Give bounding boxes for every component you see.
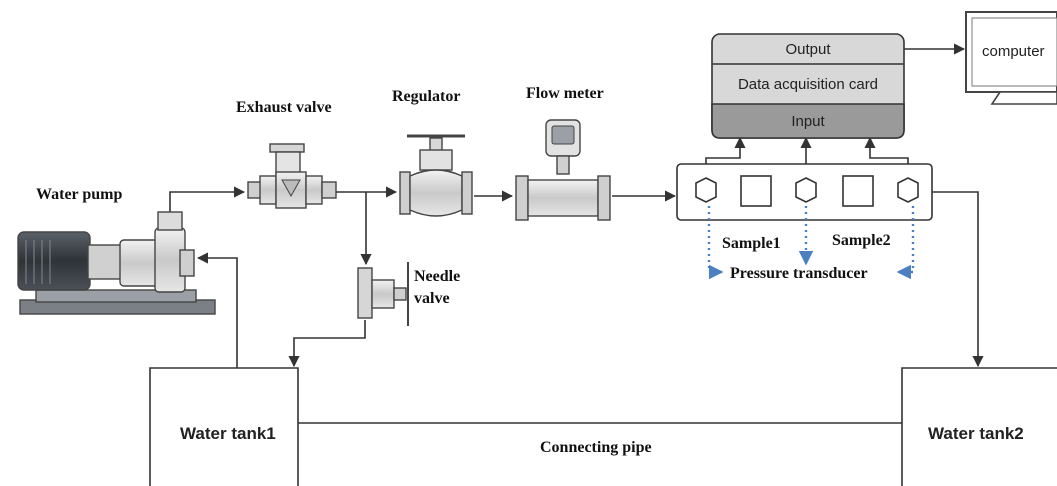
regulator-label: Regulator [392, 88, 460, 105]
needle-valve [357, 262, 409, 326]
daq-input-label: Input [791, 113, 825, 130]
connecting-pipe-label: Connecting pipe [540, 439, 652, 456]
exhaust-valve-label: Exhaust valve [236, 99, 332, 116]
daq-card-label: Data acquisition card [738, 76, 878, 93]
regulator [399, 134, 473, 217]
water-tank2-label: Water tank2 [928, 424, 1024, 443]
flow-meter [515, 119, 611, 221]
daq-output-label: Output [785, 41, 831, 58]
piping [169, 43, 984, 424]
data-acquisition-card: Output Data acquisition card Input [711, 33, 905, 139]
needle-valve-label-line2: valve [414, 290, 450, 307]
exhaust-valve [247, 143, 337, 209]
needle-valve-label-line1: Needle [414, 268, 460, 285]
water-tank2: Water tank2 [901, 367, 1057, 486]
computer: computer [965, 11, 1057, 105]
pressure-transducer-label: Pressure transducer [730, 265, 868, 282]
water-tank1-label: Water tank1 [180, 424, 276, 443]
sample2-label: Sample2 [832, 232, 891, 249]
flow-meter-label: Flow meter [526, 85, 604, 102]
computer-label: computer [982, 43, 1045, 60]
water-tank1: Water tank1 [149, 367, 299, 486]
water-pump [17, 211, 216, 315]
test-section [676, 163, 933, 280]
sample1-label: Sample1 [722, 235, 781, 252]
water-pump-label: Water pump [36, 186, 122, 203]
